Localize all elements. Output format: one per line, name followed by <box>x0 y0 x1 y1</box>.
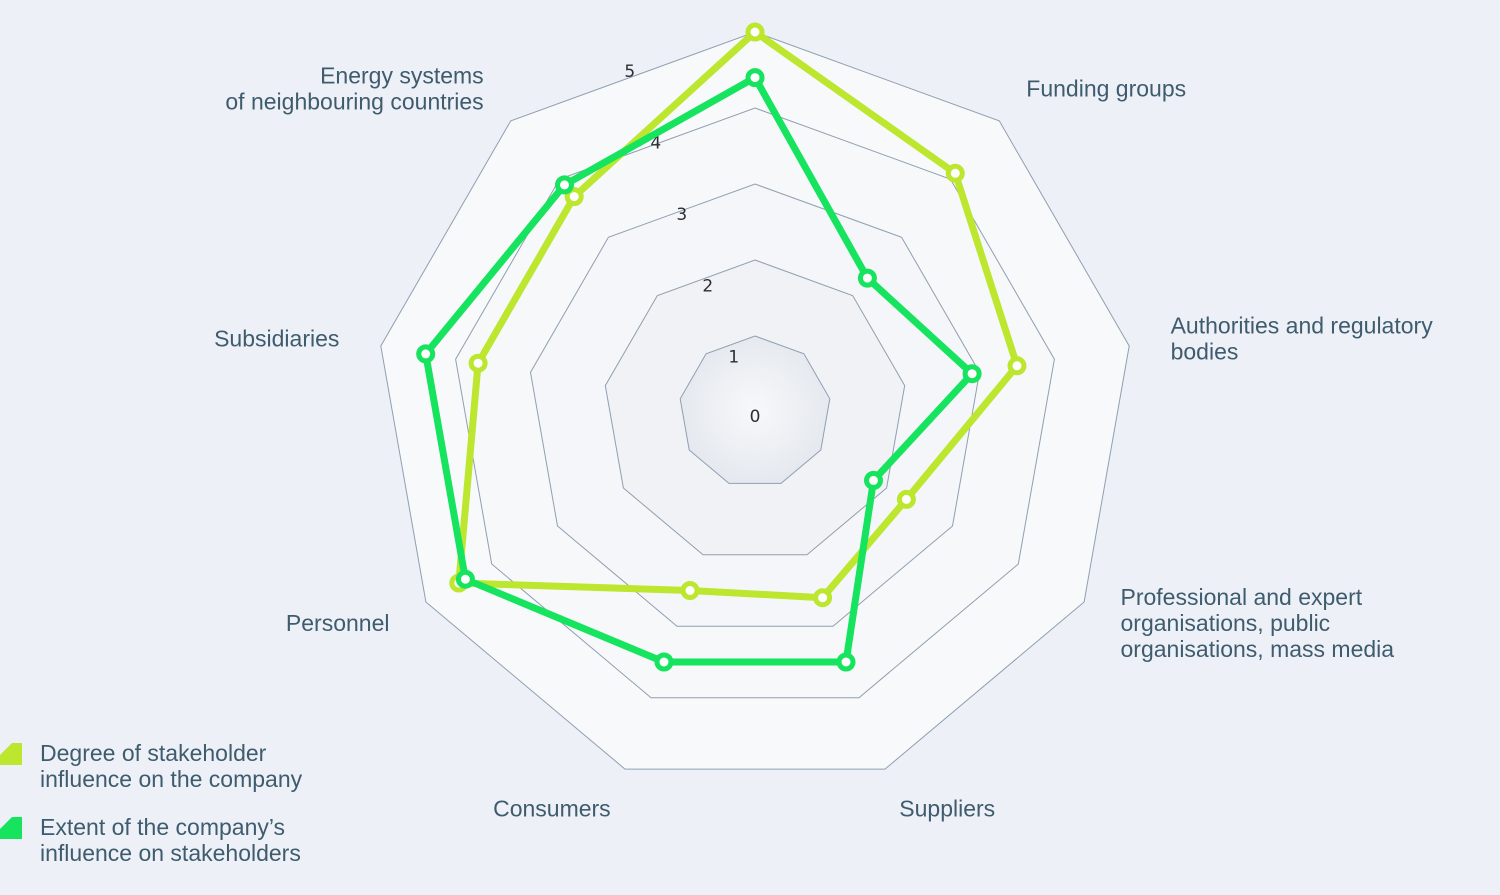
axis-label-line: Suppliers <box>899 796 995 822</box>
series-line <box>422 74 976 666</box>
radar-tick-labels: 0 1 2 3 4 5 <box>624 62 760 427</box>
legend-item-influence-on-stakeholders: Extent of the company’s influence on sta… <box>0 814 420 888</box>
axis-label-line: organisations, mass media <box>1121 636 1395 662</box>
series-point <box>864 470 883 490</box>
tick-label: 1 <box>728 348 739 368</box>
legend-label-influence-on-company: Degree of stakeholder influence on the c… <box>40 740 400 792</box>
axis-label-line: Personnel <box>286 610 390 636</box>
radar-series <box>416 22 1027 672</box>
axis-label: Consumers <box>493 796 611 822</box>
tick-label: 2 <box>702 276 713 296</box>
axis-label-line: of neighbouring countries <box>225 89 483 115</box>
series-point <box>680 581 700 600</box>
chart-legend: Degree of stakeholder influence on the c… <box>0 740 420 888</box>
axis-label-line: organisations, public <box>1121 610 1331 636</box>
axis-label-line: Funding groups <box>1026 76 1186 102</box>
legend-label-line: influence on the company <box>40 766 303 792</box>
series-point <box>654 652 674 672</box>
legend-label-line: Degree of stakeholder <box>40 740 267 766</box>
tick-label: 5 <box>624 62 635 82</box>
series-point <box>813 588 833 608</box>
series-point <box>416 344 436 364</box>
tick-label: 4 <box>650 134 661 154</box>
legend-label-line: influence on stakeholders <box>40 840 301 866</box>
series-point <box>962 364 982 384</box>
axis-label-line: Subsidiaries <box>214 326 339 352</box>
series-point <box>455 569 475 589</box>
grid-ring-1 <box>679 335 831 484</box>
axis-label-line: Consumers <box>493 796 611 822</box>
axis-label-line: bodies <box>1171 339 1239 365</box>
axis-label: Personnel <box>286 610 390 636</box>
axis-label-line: Authorities and regulatory <box>1171 313 1434 339</box>
axis-label: Subsidiaries <box>214 326 339 352</box>
legend-swatch-influence-on-company <box>0 743 22 765</box>
series-2 <box>416 68 982 672</box>
series-point <box>896 489 916 509</box>
legend-swatch-influence-on-stakeholders <box>0 817 22 839</box>
legend-label-line: Extent of the company’s <box>40 814 286 840</box>
axis-label: Suppliers <box>899 796 995 822</box>
series-point <box>564 187 584 207</box>
tick-label: 0 <box>750 407 761 427</box>
axis-label-line: Professional and expert <box>1121 584 1363 610</box>
series-point <box>945 163 965 183</box>
series-point <box>745 22 765 42</box>
series-point <box>836 652 856 672</box>
legend-item-influence-on-company: Degree of stakeholder influence on the c… <box>0 740 420 814</box>
series-point <box>1007 356 1027 376</box>
series-point <box>745 68 765 88</box>
axis-label: Funding groups <box>1026 76 1186 102</box>
series-point <box>857 268 877 288</box>
legend-label-influence-on-stakeholders: Extent of the company’s influence on sta… <box>40 814 400 866</box>
tick-label: 3 <box>676 205 687 225</box>
axis-label-line: Energy systems <box>320 63 484 89</box>
series-point <box>468 353 488 373</box>
series-point <box>555 175 574 195</box>
series-line <box>455 28 1021 602</box>
